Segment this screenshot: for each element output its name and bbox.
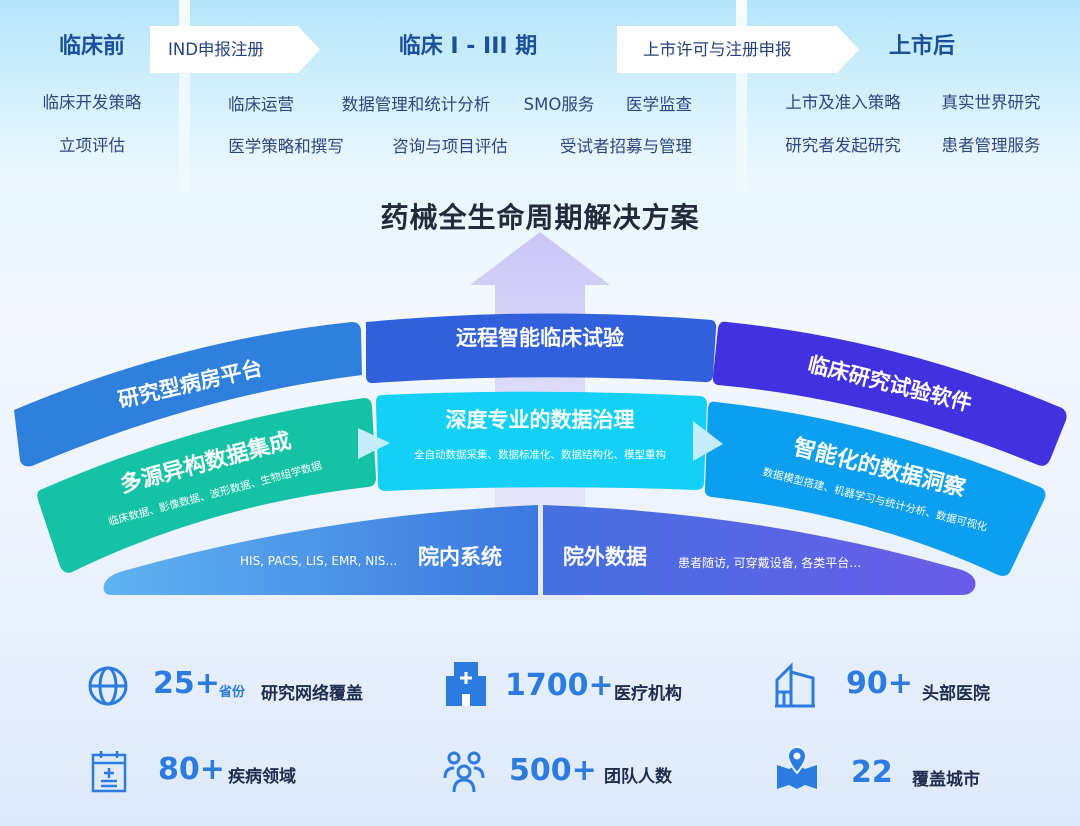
- item: 临床开发策略: [42, 93, 142, 112]
- item: 医学策略和撰写: [228, 137, 344, 156]
- band-internal: [103, 505, 539, 595]
- band-external-sub: 患者随访, 可穿戴设备, 各类平台…: [678, 556, 862, 570]
- band-remote-label: 远程智能临床试验: [456, 326, 624, 350]
- item: 医学监查: [626, 95, 692, 114]
- stat-value: 22: [851, 755, 893, 790]
- stat-label: 疾病领域: [228, 767, 296, 787]
- band-software: [712, 321, 1067, 466]
- stat-value: 500+: [509, 753, 597, 788]
- buildings-icon: [775, 662, 815, 708]
- item: 患者管理服务: [941, 136, 1041, 155]
- stat-label: 覆盖城市: [912, 770, 980, 790]
- transition-ind: IND申报注册: [150, 26, 320, 73]
- item: 临床运营: [228, 95, 294, 114]
- band-integration: [37, 398, 376, 573]
- transition-market-approval: 上市许可与注册申报: [617, 26, 859, 73]
- band-governance-title: 深度专业的数据治理: [445, 408, 635, 432]
- stat-value: 80+: [158, 752, 225, 787]
- item: 数据管理和统计分析: [341, 95, 491, 114]
- divider: [179, 0, 190, 192]
- band-external: [543, 505, 976, 595]
- hospital-icon: [446, 662, 486, 706]
- map-pin-icon: [777, 745, 817, 789]
- stat-value: 1700+: [505, 668, 614, 703]
- team-icon: [443, 751, 485, 793]
- globe-icon: [88, 666, 128, 706]
- page-title: 药械全生命周期解决方案: [380, 201, 700, 234]
- divider: [736, 0, 747, 192]
- stat-label: 医疗机构: [614, 684, 682, 704]
- stat-value: 90+: [846, 666, 913, 701]
- phase-title-clinical: 临床 I - III 期: [398, 34, 538, 59]
- item: 受试者招募与管理: [560, 137, 692, 156]
- stat-label: 研究网络覆盖: [261, 684, 363, 704]
- phase-title-preclinical: 临床前: [58, 34, 126, 59]
- band-governance-sub: 全自动数据采集、数据标准化、数据结构化、模型重构: [414, 449, 666, 461]
- phase-title-postmarket: 上市后: [888, 34, 956, 59]
- band-external-title: 院外数据: [563, 545, 647, 569]
- band-internal-title: 院内系统: [418, 545, 502, 569]
- stat-value: 25+: [153, 666, 220, 701]
- stat-unit: 省份: [219, 685, 246, 700]
- item: SMO服务: [523, 95, 595, 114]
- arrow-triangle: [358, 428, 390, 459]
- item: 立项评估: [59, 136, 125, 155]
- panel-preclinical: [0, 0, 179, 192]
- item: 咨询与项目评估: [392, 137, 508, 156]
- band-ward: [14, 322, 362, 467]
- band-insight: [704, 401, 1046, 576]
- item: 真实世界研究: [941, 93, 1041, 112]
- stat-label: 头部医院: [922, 684, 990, 704]
- band-internal-sub: HIS, PACS, LIS, EMR, NIS…: [240, 554, 398, 568]
- item: 研究者发起研究: [785, 136, 901, 155]
- stat-label: 团队人数: [604, 767, 672, 787]
- item: 上市及准入策略: [785, 93, 901, 112]
- arrow-triangle: [693, 421, 723, 461]
- band-remote: [366, 313, 717, 384]
- calendar-medical-icon: [91, 751, 127, 793]
- band-governance: [376, 391, 707, 491]
